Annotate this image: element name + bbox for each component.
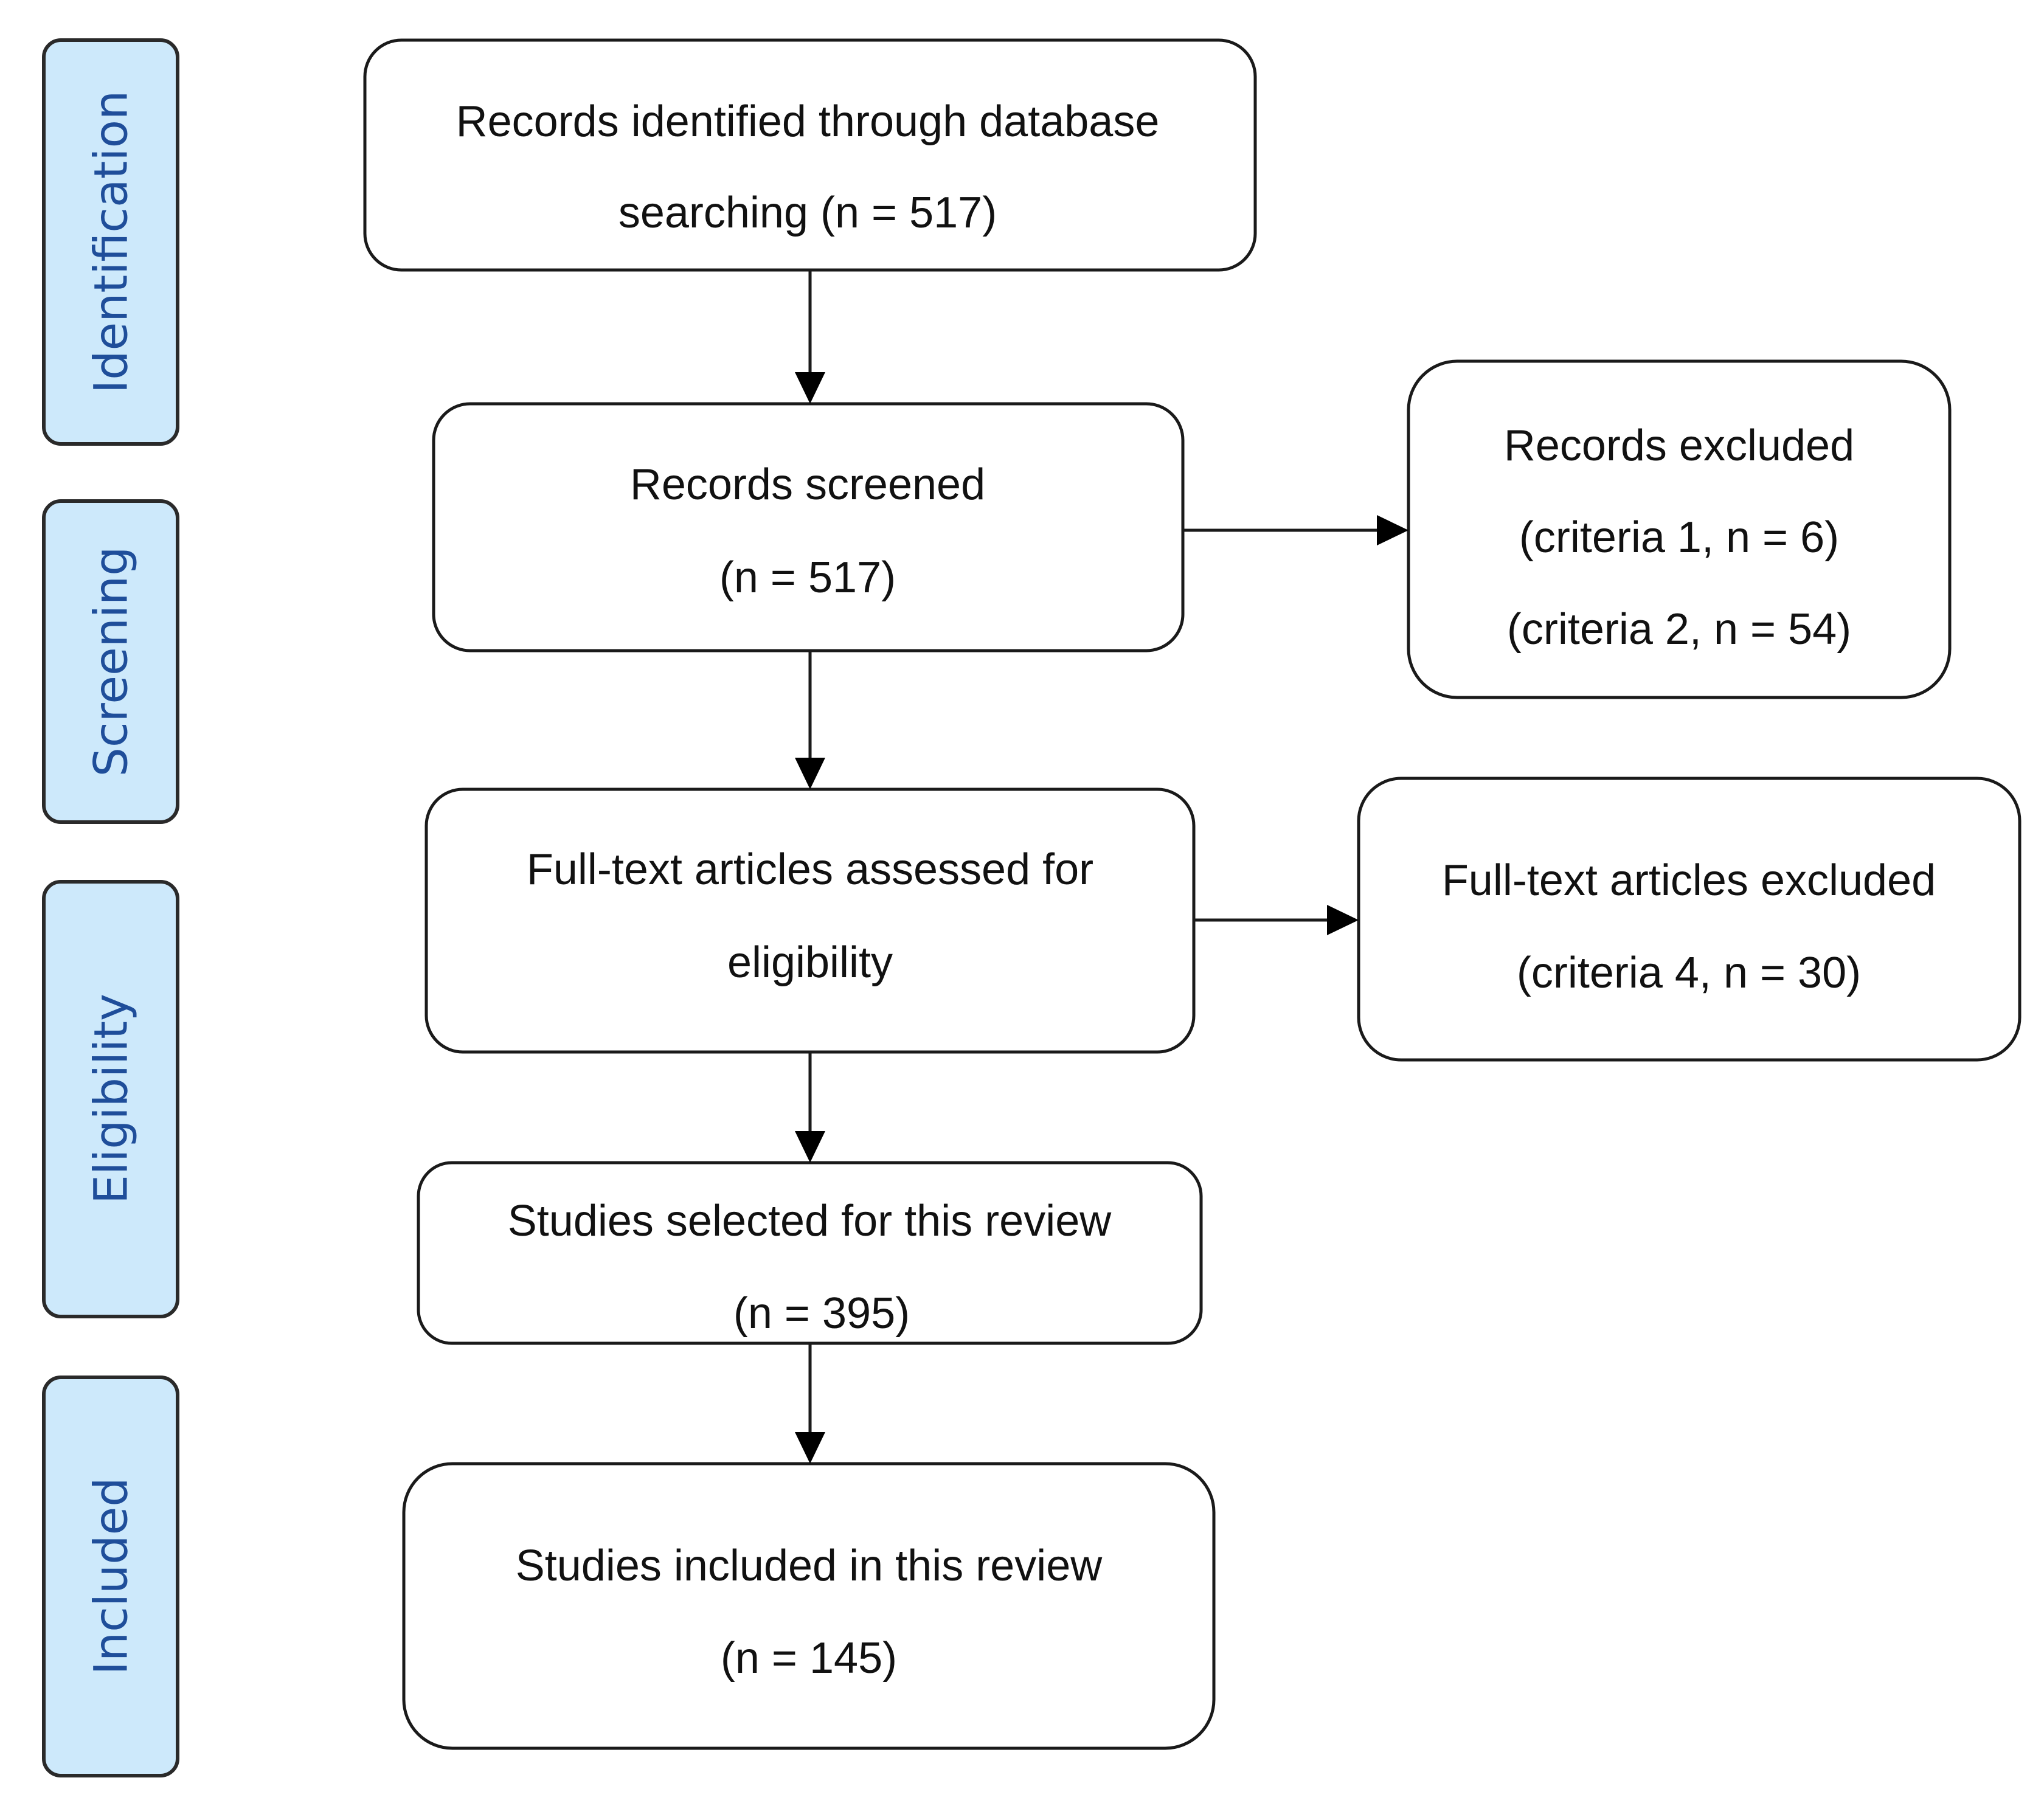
stage-included-bar [42, 1376, 179, 1777]
stage-screening-bar [42, 499, 179, 824]
box-fulltext-assessed-line-1: Full-text articles assessed for [527, 845, 1093, 894]
box-fulltext-excluded-frame [1357, 777, 2021, 1062]
box-studies-included: Studies included in this review (n = 145… [402, 1462, 1216, 1750]
box-fulltext-assessed-frame [424, 787, 1196, 1054]
box-records-excluded: Records excluded (criteria 1, n = 6) (cr… [1407, 359, 1952, 699]
box-fulltext-excluded-line-1: Full-text articles excluded [1442, 856, 1936, 905]
arrow-selected-to-included [795, 1343, 825, 1464]
box-records-screened-line-2: (n = 517) [719, 553, 896, 602]
box-studies-selected: Studies selected for this review (n = 39… [417, 1161, 1203, 1345]
arrow-assessed-to-fulltext-excluded [1194, 905, 1359, 935]
box-studies-included-line-2: (n = 145) [721, 1634, 897, 1683]
arrow-screened-to-assessed [795, 651, 825, 789]
stage-included-label: Included [84, 1478, 138, 1675]
box-records-excluded-frame [1407, 359, 1952, 699]
box-studies-selected-line-1: Studies selected for this review [508, 1197, 1112, 1245]
stage-identification-bar [42, 38, 179, 446]
box-fulltext-excluded-line-2: (criteria 4, n = 30) [1517, 949, 1861, 997]
box-records-screened-line-1: Records screened [630, 460, 985, 509]
box-fulltext-assessed: Full-text articles assessed for eligibil… [424, 787, 1196, 1054]
box-records-identified: Records identified through database sear… [363, 38, 1257, 272]
stage-eligibility-label: Eligibility [84, 994, 138, 1204]
box-studies-included-line-1: Studies included in this review [516, 1542, 1103, 1590]
box-records-screened-frame [432, 402, 1185, 652]
stage-eligibility-bar [42, 880, 179, 1318]
box-records-screened: Records screened (n = 517) [432, 402, 1185, 652]
arrow-assessed-to-selected [795, 1052, 825, 1163]
box-records-identified-line-2: searching (n = 517) [618, 189, 997, 237]
box-studies-selected-line-2: (n = 395) [733, 1289, 910, 1338]
box-studies-included-frame [402, 1462, 1216, 1750]
stage-included: Included [42, 1376, 179, 1777]
stage-eligibility: Eligibility [42, 880, 179, 1318]
box-records-excluded-line-2: (criteria 1, n = 6) [1519, 513, 1839, 562]
stage-identification-label: Identification [84, 91, 138, 393]
stage-identification: Identification [42, 38, 179, 446]
box-fulltext-excluded: Full-text articles excluded (criteria 4,… [1357, 777, 2021, 1062]
box-records-excluded-line-3: (criteria 2, n = 54) [1507, 605, 1851, 654]
box-fulltext-assessed-line-2: eligibility [727, 938, 893, 987]
stage-screening: Screening [42, 499, 179, 824]
box-records-excluded-line-1: Records excluded [1504, 421, 1854, 470]
box-records-identified-line-1: Records identified through database [456, 97, 1160, 146]
arrow-screened-to-excluded [1183, 515, 1408, 545]
arrow-identified-to-screened [795, 270, 825, 404]
stage-screening-label: Screening [84, 547, 138, 777]
